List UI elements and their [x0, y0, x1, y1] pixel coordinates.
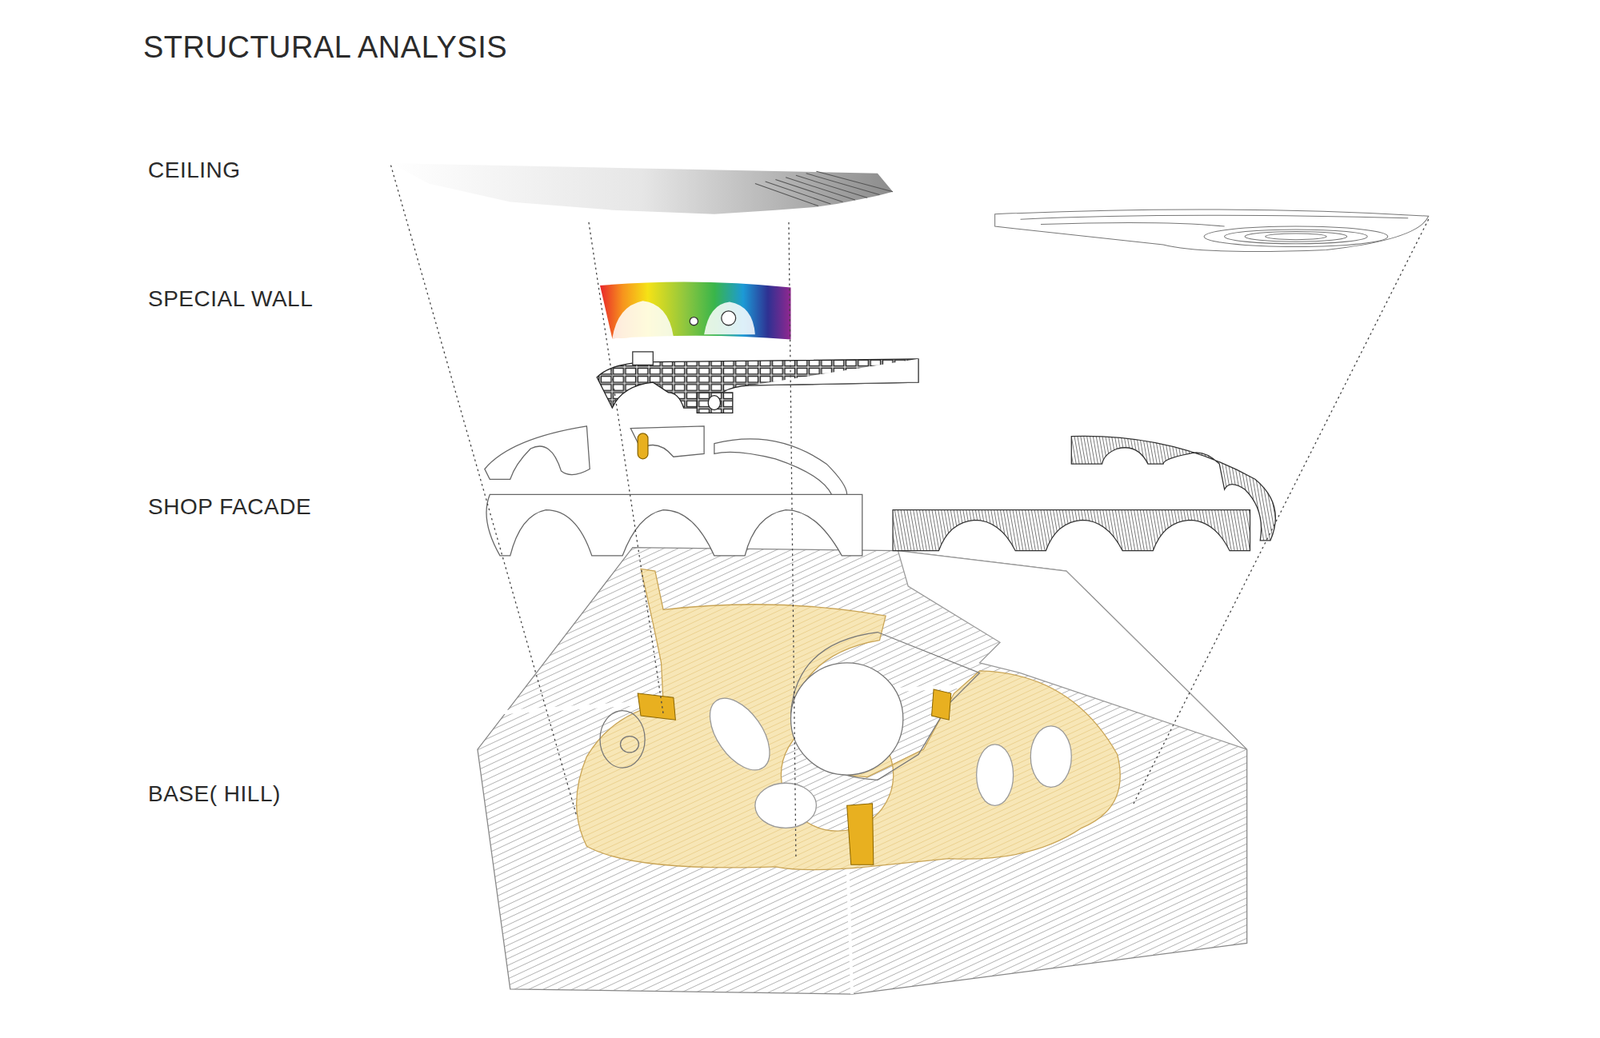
shop-facade [484, 426, 1276, 556]
diagram-title: STRUCTURAL ANALYSIS [143, 30, 508, 65]
layer-label: SHOP FACADE [148, 494, 312, 520]
layer-label: CEILING [148, 157, 241, 184]
layer-label: BASE( HILL) [148, 781, 281, 808]
ceiling [391, 163, 1429, 252]
base-hill [477, 548, 1248, 995]
special-wall [596, 281, 919, 413]
projection-line [391, 165, 1429, 857]
layer-label: SPECIAL WALL [148, 286, 313, 312]
